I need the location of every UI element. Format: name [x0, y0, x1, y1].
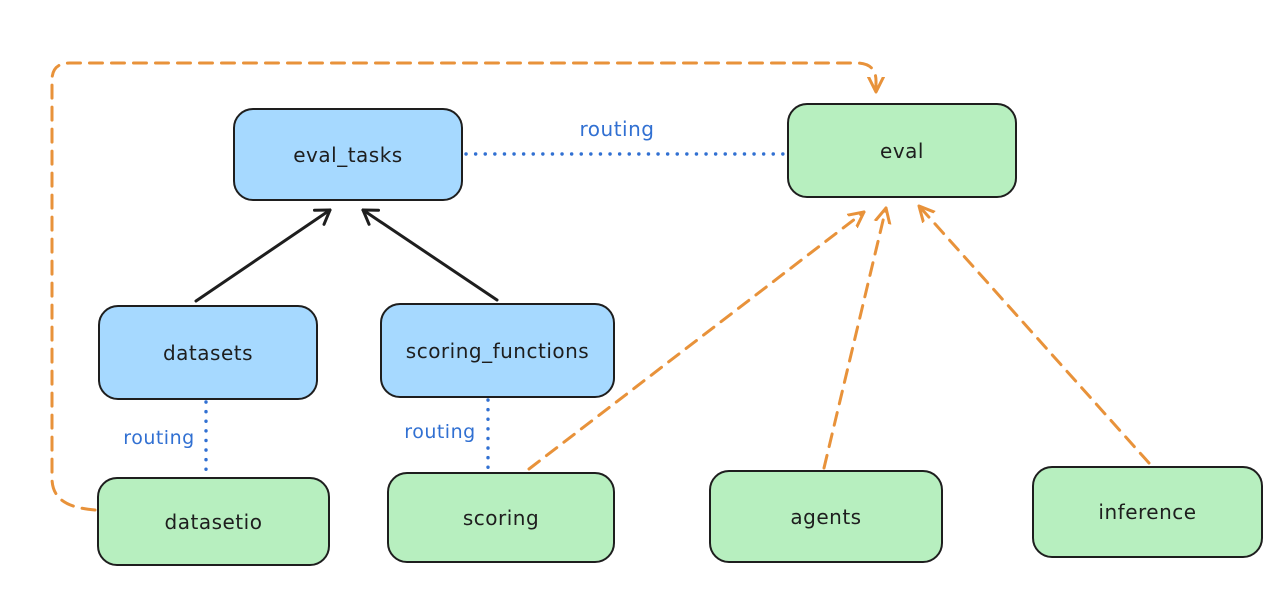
edge-scoring-functions-to-eval-tasks — [361, 208, 499, 302]
edge-datasets-to-eval-tasks — [194, 208, 332, 303]
node-scoring-label: scoring — [462, 505, 540, 530]
node-datasetio: datasetio — [97, 477, 330, 566]
edge-inference-to-eval — [917, 204, 1151, 465]
edge-label-routing-datasets-datasetio: routing — [123, 427, 195, 449]
node-scoring: scoring — [387, 472, 615, 563]
node-agents-label: agents — [790, 504, 862, 529]
node-datasets-label: datasets — [162, 340, 254, 365]
node-eval-label: eval — [880, 138, 924, 163]
edge-datasetio-to-eval — [50, 61, 876, 512]
node-eval: eval — [787, 103, 1017, 198]
node-datasetio-label: datasetio — [164, 509, 263, 534]
node-eval-tasks: eval_tasks — [233, 108, 463, 201]
edge-label-routing-eval-tasks-eval: routing — [579, 117, 655, 141]
node-datasets: datasets — [98, 305, 318, 400]
node-scoring-functions: scoring_functions — [380, 303, 615, 398]
edge-scoring-to-eval — [527, 210, 866, 471]
node-inference: inference — [1032, 466, 1263, 558]
node-agents: agents — [709, 470, 943, 563]
node-eval-tasks-label: eval_tasks — [293, 142, 403, 167]
node-inference-label: inference — [1098, 500, 1197, 524]
edge-label-routing-scoring-functions-scoring: routing — [404, 421, 476, 443]
node-scoring-functions-label: scoring_functions — [405, 338, 590, 363]
edge-agents-to-eval — [822, 206, 886, 470]
